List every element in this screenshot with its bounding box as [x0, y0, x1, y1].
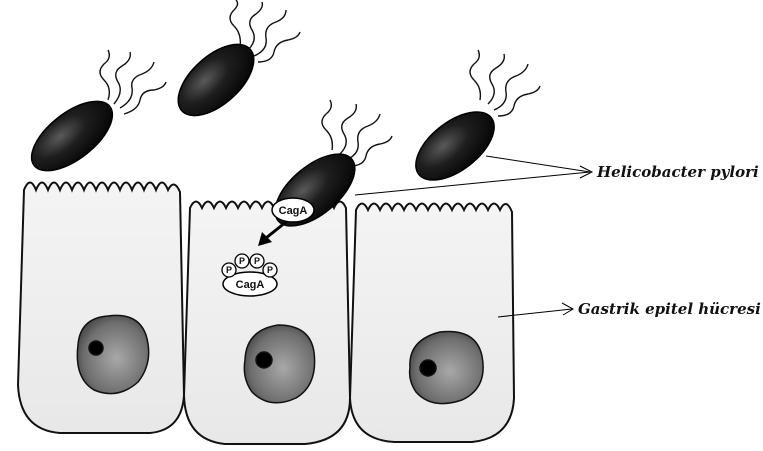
phosphate-label-4: P: [267, 265, 273, 275]
epithelial-cells: [18, 183, 514, 445]
bacterium-1: [20, 50, 166, 184]
bacterium-2: [166, 0, 300, 129]
pointer-line-bacterium-3: [355, 172, 590, 195]
nucleus-left: [77, 315, 148, 393]
phospho-caga-label: CagA: [236, 279, 265, 291]
nucleus-middle: [244, 325, 314, 403]
phosphate-label-3: P: [254, 256, 260, 266]
nucleolus-left: [89, 341, 103, 355]
flagella-1: [100, 50, 166, 114]
pointer-line-bacterium-4: [486, 156, 590, 172]
label-gastrik-epitel-hucresi: Gastrik epitel hücresi: [578, 300, 761, 318]
bacterium-body-1: [20, 88, 124, 183]
phosphate-label-1: P: [226, 265, 232, 275]
flagella-4: [470, 50, 540, 116]
caga-label-in-bacterium: CagA: [279, 205, 308, 217]
bacterium-body-4: [404, 99, 506, 193]
nucleolus-right: [420, 360, 436, 376]
epithelial-cell-right: [350, 204, 514, 443]
epithelial-cell-left: [18, 183, 184, 434]
bacterium-4: [404, 50, 540, 193]
label-helicobacter-pylori: Helicobacter pylori: [596, 163, 759, 181]
nucleolus-middle: [256, 352, 272, 368]
phosphate-label-2: P: [239, 256, 245, 266]
